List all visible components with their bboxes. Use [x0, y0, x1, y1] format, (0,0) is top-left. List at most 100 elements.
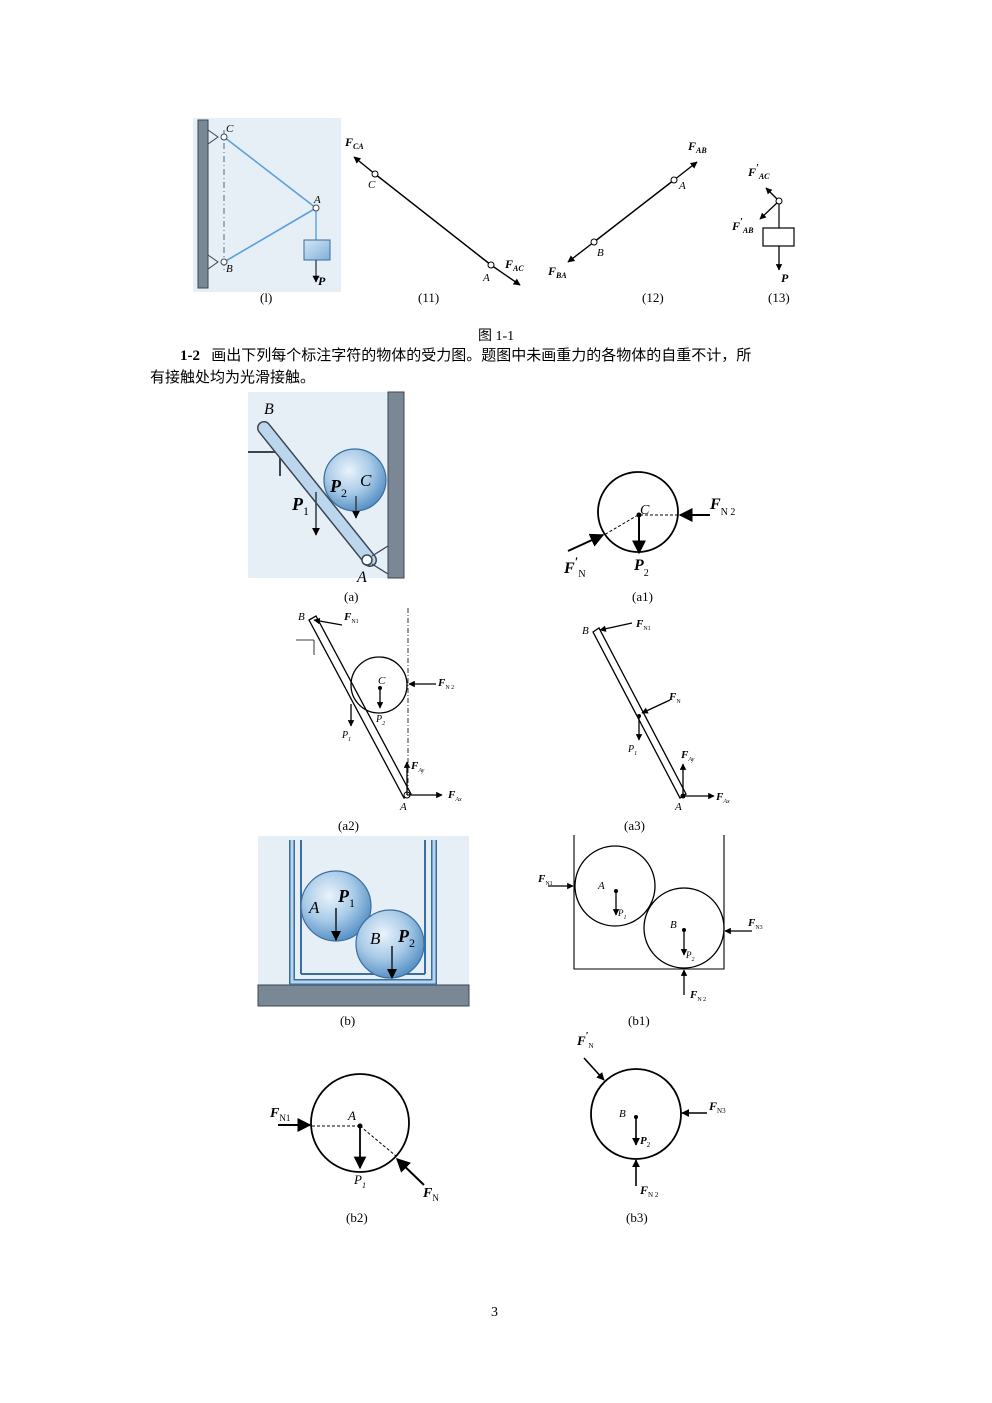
label-f: F [689, 989, 698, 1001]
svg-text:P2: P2 [640, 1135, 651, 1149]
label-n: N [676, 699, 681, 705]
subcaption-l: (l) [260, 290, 273, 305]
label-one: 1 [348, 737, 351, 743]
label-n1: N1 [279, 1113, 290, 1123]
page-number: 3 [491, 1305, 498, 1320]
label-a: A [674, 801, 682, 813]
subcaption-b: (b) [340, 1013, 356, 1028]
problem-line-1: 1-2 画出下列每个标注字符的物体的受力图。题图中未画重力的各物体的自重不计，所 [180, 345, 860, 367]
label-f: F [269, 1106, 280, 1121]
svg-text:FN 2: FN 2 [639, 1183, 659, 1199]
label-n: N [432, 1193, 439, 1203]
label-c: C [360, 471, 372, 490]
label-n1: N1 [545, 881, 552, 887]
label-p: P [627, 744, 634, 755]
label-f: F [422, 1186, 433, 1201]
label-a: A [356, 569, 367, 586]
label-b: B [226, 263, 233, 275]
label-f: F [708, 1099, 717, 1113]
svg-text:F′AB: F′AB [731, 217, 754, 235]
label-a: A [308, 898, 320, 917]
svg-text:FN3: FN3 [747, 917, 763, 931]
fig1-diagram-12: FAB A B FBA [547, 139, 707, 280]
label-f: F [504, 257, 513, 271]
label-ay: Ay [687, 757, 694, 763]
label-a: A [678, 180, 686, 192]
label-c: C [368, 179, 376, 191]
label-a: A [482, 272, 490, 284]
label-ay: Ay [417, 768, 424, 774]
label-f: F [563, 560, 575, 577]
label-n: N [588, 1042, 593, 1050]
label-f: F [731, 219, 740, 233]
label-prime: ′ [740, 217, 743, 228]
label-f: F [576, 1033, 586, 1048]
label-b: B [298, 611, 305, 623]
subcaption-b3: (b3) [626, 1210, 648, 1225]
svg-text:FN3: FN3 [708, 1099, 726, 1115]
label-ab: AB [742, 226, 754, 235]
svg-text:P2: P2 [685, 950, 695, 963]
fig1-diagram-11: FCA C A FAC [344, 135, 524, 286]
svg-text:FAy: FAy [680, 749, 695, 763]
label-p: P [617, 908, 624, 918]
label-p: P [337, 886, 350, 906]
svg-text:FCA: FCA [344, 135, 364, 151]
label-p: P [341, 730, 348, 741]
label-p: P [291, 494, 304, 514]
svg-text:P1: P1 [627, 744, 637, 757]
label-ax: Ax [722, 799, 730, 805]
label-one: 1 [624, 915, 627, 921]
svg-text:F′AC: F′AC [747, 163, 770, 181]
subcaption-a: (a) [344, 589, 359, 604]
label-p: P [685, 950, 692, 960]
svg-text:FN1: FN1 [635, 618, 651, 632]
label-ab: AB [695, 146, 707, 155]
label-c: C [226, 123, 234, 135]
fig2-diagram-a2: B FN1 C FN 2 P1 P2 FAy A FAx [296, 608, 462, 813]
label-ac: AC [512, 264, 524, 273]
fig1-diagram-l: C A B P [193, 118, 341, 292]
label-b: B [582, 625, 589, 637]
label-b: B [619, 1108, 626, 1120]
label-a: A [597, 880, 605, 892]
label-f: F [437, 677, 446, 689]
label-n2: N 2 [445, 685, 454, 691]
label-c: C [640, 503, 650, 518]
label-n2: N 2 [697, 997, 706, 1003]
svg-text:FAB: FAB [687, 139, 707, 155]
subcaption-12: (12) [642, 290, 664, 305]
fig2-diagram-a: B P1 P2 C A [248, 391, 405, 586]
label-f: F [447, 789, 456, 801]
svg-text:FN 2: FN 2 [709, 496, 735, 518]
fig2-diagram-a1: C FN 2 F′N P2 [563, 471, 735, 580]
label-two: 2 [341, 486, 347, 500]
label-n1: N1 [643, 626, 650, 632]
svg-text:FN 2: FN 2 [689, 989, 706, 1003]
label-two: 2 [692, 957, 695, 963]
subcaption-a3: (a3) [624, 818, 645, 833]
label-p: P [318, 274, 326, 288]
svg-text:F′N: F′N [563, 554, 586, 580]
svg-text:P1: P1 [337, 886, 355, 910]
subcaption-b1: (b1) [628, 1013, 650, 1028]
label-p: P [353, 1172, 362, 1187]
fig2-diagram-b: A P1 B P2 [257, 836, 470, 1007]
subcaption-a2: (a2) [338, 818, 359, 833]
label-two: 2 [644, 568, 649, 579]
label-prime: ′ [575, 554, 579, 569]
problem-line-2: 有接触处均为光滑接触。 [150, 370, 316, 386]
svg-text:F′N: F′N [576, 1031, 594, 1050]
label-two: 2 [409, 936, 415, 950]
svg-text:FN1: FN1 [269, 1106, 290, 1123]
label-p: P [633, 557, 644, 574]
svg-text:P2: P2 [329, 476, 347, 500]
label-f: F [687, 139, 696, 153]
label-p: P [375, 714, 382, 725]
label-ca: CA [353, 142, 364, 151]
label-n3: N3 [717, 1107, 726, 1115]
label-b: B [670, 919, 677, 931]
label-p: P [781, 271, 789, 285]
label-n1: N1 [351, 619, 358, 625]
